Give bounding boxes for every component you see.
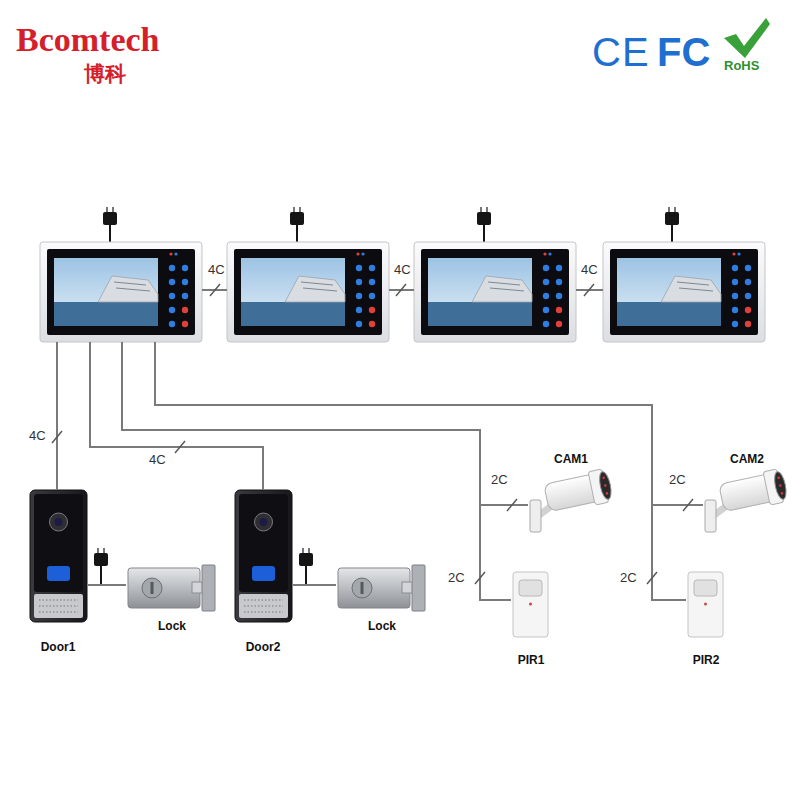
device-box: Lock	[126, 562, 218, 634]
power-adapter	[290, 207, 304, 225]
cable-slash	[52, 431, 62, 443]
device-label: Door1	[41, 640, 76, 655]
door-station	[30, 490, 87, 622]
wire-count: 2C	[619, 570, 638, 585]
pir-sensor	[688, 572, 723, 637]
cable-slash	[475, 572, 485, 584]
rohs-mark: RoHS	[724, 58, 759, 73]
device-label: CAM2	[730, 452, 764, 467]
wire-count: 2C	[447, 570, 466, 585]
device-box: Door2	[233, 490, 293, 655]
power-adapter	[665, 207, 679, 225]
device-box: Lock	[336, 562, 428, 634]
brand-logo: Bcomtech	[16, 20, 160, 60]
device-box: PIR2	[686, 572, 726, 668]
cable-slash	[647, 572, 657, 584]
device-label: CAM1	[554, 452, 588, 467]
device-box: CAM1	[528, 452, 614, 534]
wire-count: 4C	[148, 452, 167, 467]
wire-count: 4C	[28, 428, 47, 443]
cable-slash	[683, 499, 693, 511]
indoor-monitor	[227, 242, 389, 342]
power-adapter	[477, 207, 491, 225]
monitor-box	[414, 242, 576, 342]
indoor-monitor	[603, 242, 765, 342]
pir-sensor	[513, 572, 548, 637]
device-label: Door2	[246, 640, 281, 655]
power-adapter	[299, 548, 313, 566]
cable-slash	[507, 499, 517, 511]
electric-lock	[128, 565, 215, 611]
cable	[122, 342, 511, 600]
bullet-camera	[705, 468, 789, 532]
cable	[90, 342, 263, 490]
wire-count: 4C	[580, 262, 599, 277]
monitor-box	[227, 242, 389, 342]
power-adapter	[94, 548, 108, 566]
ce-mark: CE	[592, 30, 650, 74]
indoor-monitor	[40, 242, 202, 342]
cable	[155, 342, 703, 505]
cable	[293, 584, 336, 586]
electric-lock	[338, 565, 425, 611]
cable-slash	[396, 284, 406, 296]
cable-slash	[175, 441, 185, 453]
device-label: Lock	[368, 619, 396, 634]
device-box: CAM2	[703, 452, 791, 534]
cable	[155, 342, 686, 600]
wire-count: 2C	[668, 472, 687, 487]
brand-chinese: 博科	[84, 62, 126, 86]
wire-count: 4C	[393, 262, 412, 277]
cable	[88, 584, 126, 586]
power-adapter	[103, 207, 117, 225]
indoor-monitor	[414, 242, 576, 342]
device-label: PIR2	[693, 653, 720, 668]
door-station	[235, 490, 292, 622]
device-box: Door1	[28, 490, 88, 655]
device-box: PIR1	[511, 572, 551, 668]
cable-slash	[210, 284, 220, 296]
adapter-cable	[110, 225, 672, 242]
cable	[122, 342, 528, 505]
bullet-camera	[530, 468, 614, 532]
monitor-box	[603, 242, 765, 342]
wire-count: 2C	[490, 472, 509, 487]
device-label: Lock	[158, 619, 186, 634]
cable-slash	[584, 284, 594, 296]
fcc-mark: FC	[657, 30, 710, 74]
device-label: PIR1	[518, 653, 545, 668]
wire-count: 4C	[207, 262, 226, 277]
rohs-check	[724, 18, 770, 58]
cable	[56, 342, 58, 490]
monitor-box	[40, 242, 202, 342]
